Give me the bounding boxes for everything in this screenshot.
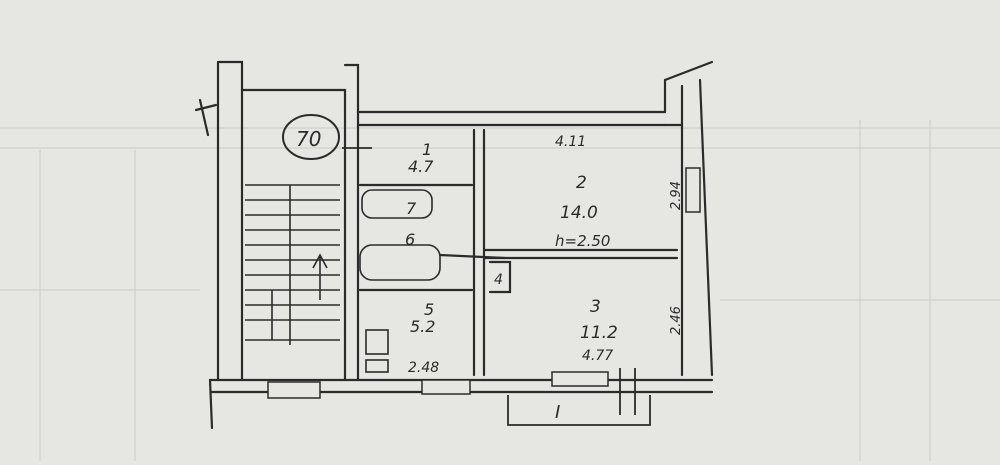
room-2-number: 2 (576, 173, 587, 193)
dimension-bottom-right: 4.77 (582, 348, 613, 364)
room-3-number: 3 (590, 297, 601, 317)
staircase (245, 184, 340, 345)
section-mark-label: I (555, 402, 560, 423)
window-room2 (685, 167, 701, 213)
room-3-area: 11.2 (580, 323, 618, 343)
ceiling-height: h=2.50 (555, 232, 610, 250)
section-marker (507, 368, 651, 426)
windows (267, 167, 701, 399)
dimension-right-lower: 2.46 (669, 306, 684, 335)
room-1-area: 4.7 (408, 157, 434, 176)
room-2-area: 14.0 (560, 203, 598, 223)
window-room5 (421, 379, 471, 395)
room-7-number: 7 (406, 199, 417, 218)
dimension-top-width: 4.11 (555, 134, 586, 150)
bathroom-fixtures (359, 189, 441, 373)
room-6-number: 6 (405, 230, 415, 249)
dimension-bottom-middle: 2.48 (408, 360, 439, 376)
room-4-number: 4 (494, 272, 503, 288)
room-1-number: 1 (422, 140, 432, 159)
background-table-lines (0, 120, 1000, 461)
window-stair (267, 381, 321, 399)
room-5-area: 5.2 (410, 317, 435, 336)
room-5-number: 5 (424, 300, 434, 319)
apartment-number-badge (282, 114, 372, 160)
window-room3 (551, 371, 609, 387)
apartment-number: 70 (296, 127, 321, 151)
dimension-right-upper: 2.94 (669, 181, 684, 210)
